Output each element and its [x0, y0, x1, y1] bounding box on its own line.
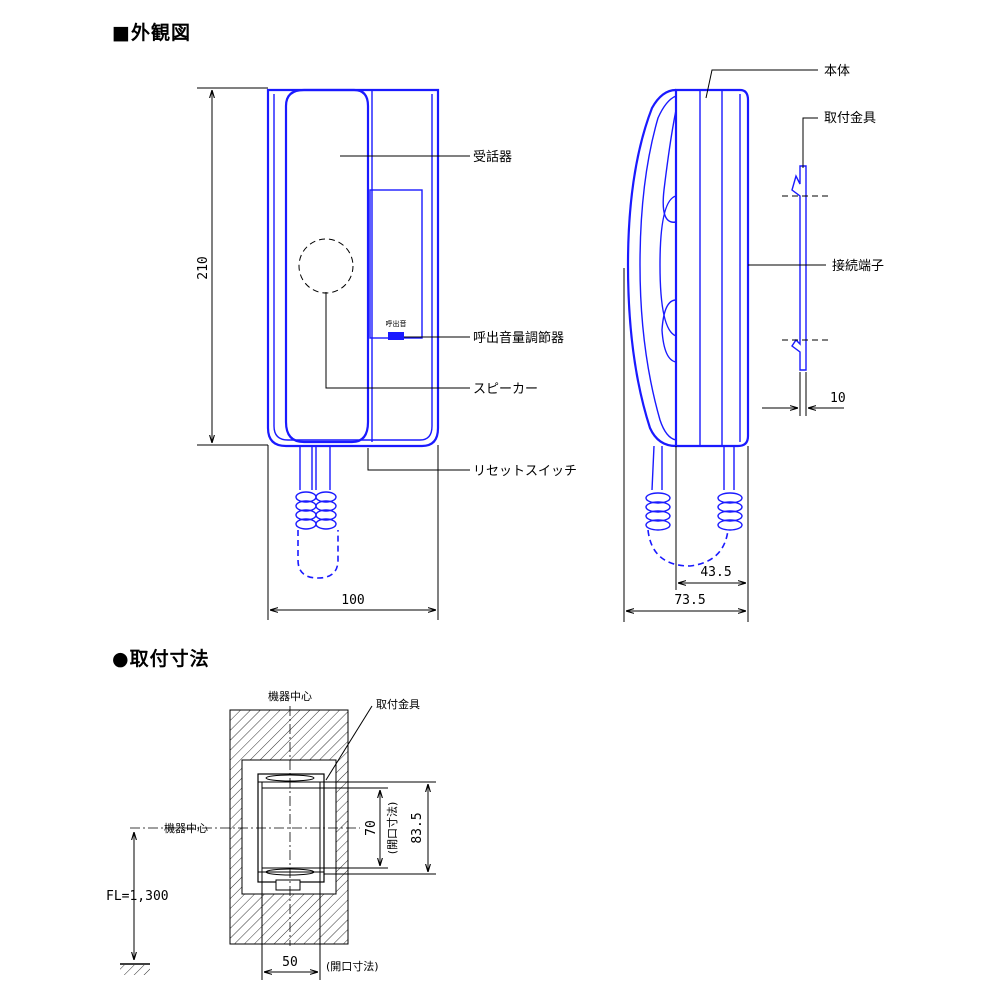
- front-panel-window: [369, 189, 423, 339]
- volume-switch-label: 呼出音: [386, 319, 407, 328]
- appearance-heading: ■外観図: [112, 22, 191, 44]
- front-body-inner-outline: [273, 94, 433, 441]
- side-handset-outline: [626, 88, 677, 448]
- dim50-opening-label: (開口寸法): [326, 959, 379, 973]
- bracket-dim-label: 10: [830, 391, 846, 406]
- side-handset-bottom-curve: [661, 299, 677, 363]
- side-cord-loop: [647, 529, 729, 567]
- floor-height-label: FL=1,300: [106, 889, 169, 904]
- coil-cord: [295, 491, 337, 530]
- side-view: 本体 取付金具 接続端子 10 43.5 73.5: [623, 64, 884, 622]
- volume-label: 呼出音量調節器: [473, 330, 564, 346]
- mount-bracket-label: 取付金具: [376, 697, 420, 711]
- dim70-opening-label: (開口寸法): [385, 802, 399, 855]
- depth-inner-label: 43.5: [700, 565, 731, 580]
- side-coil-cord: [645, 492, 743, 531]
- reset-switch-label: リセットスイッチ: [473, 464, 577, 479]
- device-center-left-label: 機器中心: [164, 821, 208, 835]
- mount-bracket-leader: [325, 705, 373, 781]
- volume-switch: [388, 332, 404, 340]
- dim70-label: 70: [364, 820, 379, 836]
- mounting-view: 機器中心 機器中心 取付金具 70 (開口寸法) 83.5 FL=1,300 5…: [106, 689, 436, 980]
- side-body-lines: [699, 90, 741, 446]
- terminal-label: 接続端子: [832, 258, 884, 274]
- side-cord-stubs: [651, 445, 735, 491]
- side-handset-grip: [659, 195, 677, 337]
- cord-loop: [297, 530, 339, 579]
- cord-stubs: [299, 446, 331, 490]
- dim83-label: 83.5: [410, 812, 425, 843]
- side-body-outline: [674, 88, 750, 448]
- body-leader: [705, 69, 818, 99]
- front-body-outline: [266, 88, 440, 448]
- dim50-label: 50: [282, 955, 298, 970]
- floor-hatch: [120, 965, 150, 975]
- front-view: 210 100 呼出音 受: [196, 87, 577, 620]
- bracket-top-edge: [258, 781, 324, 790]
- depth-outer-label: 73.5: [674, 593, 705, 608]
- device-center-top-label: 機器中心: [268, 689, 312, 703]
- side-handset-top-curve: [662, 109, 677, 223]
- bracket-leader: [802, 117, 818, 168]
- reset-switch-leader: [367, 448, 470, 471]
- speaker-circle: [298, 238, 354, 294]
- width-dimension-label: 100: [341, 593, 364, 608]
- mounting-heading: ●取付寸法: [112, 648, 210, 670]
- handset-outline: [284, 88, 370, 444]
- height-dimension-label: 210: [196, 256, 211, 279]
- bottom-tab: [275, 879, 301, 891]
- side-bracket: [791, 165, 807, 371]
- side-handset-inner: [639, 95, 677, 441]
- body-label: 本体: [824, 64, 850, 79]
- speaker-leader: [325, 292, 470, 389]
- backbox: [241, 759, 337, 895]
- speaker-label: スピーカー: [473, 382, 538, 397]
- bracket-label: 取付金具: [824, 110, 876, 126]
- handset-label: 受話器: [473, 149, 512, 165]
